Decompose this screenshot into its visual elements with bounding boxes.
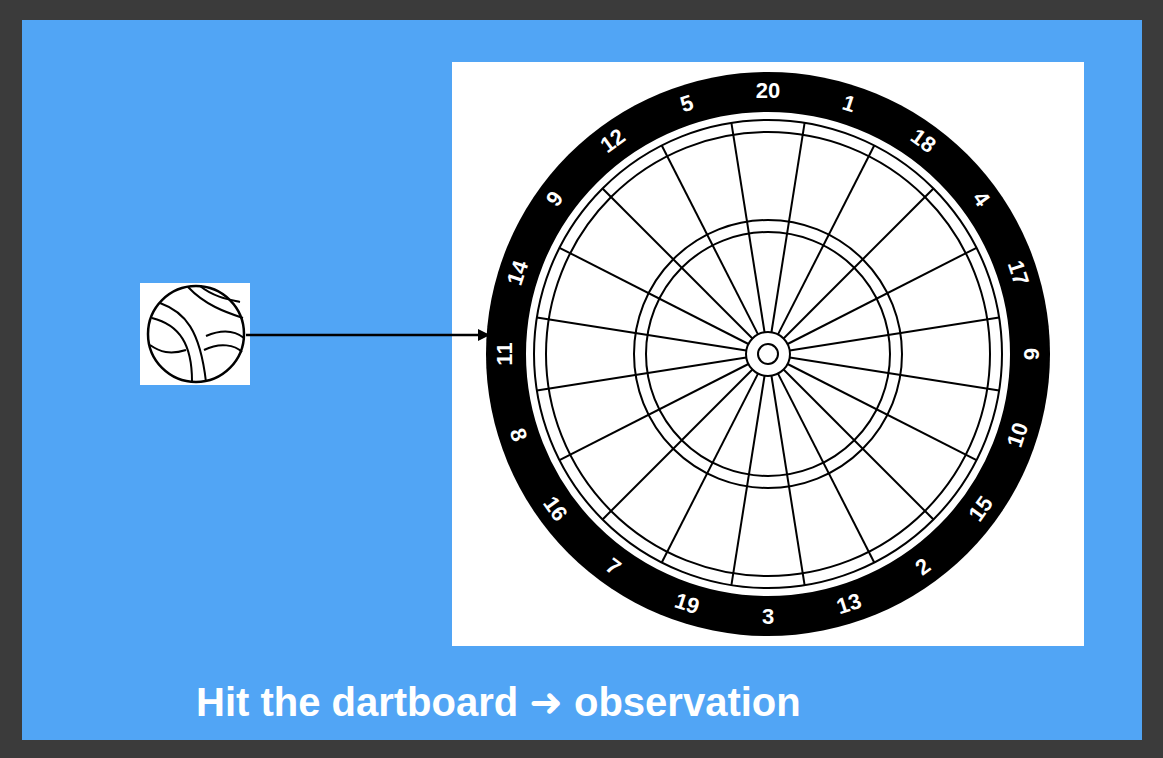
segment-number: 16 bbox=[539, 492, 571, 525]
segment-number: 18 bbox=[906, 125, 939, 157]
segment-number: 6 bbox=[1020, 348, 1042, 360]
segment-line bbox=[560, 248, 749, 344]
segment-line bbox=[662, 374, 758, 563]
segment-line bbox=[603, 370, 753, 520]
segment-number: 4 bbox=[968, 188, 993, 211]
segment-line bbox=[771, 123, 804, 332]
segment-number: 17 bbox=[1004, 258, 1032, 288]
blue-panel bbox=[22, 20, 1142, 740]
throw-arrow bbox=[246, 334, 488, 337]
dartboard-frame bbox=[452, 62, 1084, 646]
segment-line bbox=[788, 248, 977, 344]
segment-number: 10 bbox=[1004, 420, 1032, 450]
segment-line bbox=[778, 146, 874, 335]
segment-line bbox=[778, 374, 874, 563]
slide-caption: Hit the dartboard ➜ observation bbox=[196, 680, 801, 724]
segment-line bbox=[790, 357, 999, 390]
segment-number: 14 bbox=[504, 258, 532, 288]
segment-line bbox=[784, 189, 934, 339]
segment-line bbox=[662, 146, 758, 335]
segment-line bbox=[784, 370, 934, 520]
dartboard bbox=[486, 72, 1050, 636]
segment-number: 13 bbox=[834, 590, 864, 618]
segment-line bbox=[537, 357, 746, 390]
segment-number: 7 bbox=[602, 554, 625, 579]
board-ring bbox=[546, 132, 990, 576]
segment-number: 11 bbox=[494, 342, 516, 365]
segment-number: 15 bbox=[965, 492, 997, 525]
segment-number: 2 bbox=[911, 554, 934, 579]
segment-number: 1 bbox=[840, 92, 858, 117]
board-face bbox=[525, 111, 1011, 597]
segment-line bbox=[537, 317, 746, 350]
segment-line bbox=[788, 364, 977, 460]
segment-line bbox=[560, 364, 749, 460]
segment-number: 5 bbox=[677, 92, 695, 117]
board-ring bbox=[534, 120, 1002, 588]
board-ring bbox=[758, 344, 778, 364]
segment-number: 9 bbox=[543, 188, 568, 211]
segment-number: 8 bbox=[506, 426, 531, 444]
board-ring bbox=[746, 332, 790, 376]
segment-line bbox=[603, 189, 753, 339]
segment-line bbox=[790, 317, 999, 350]
number-ring bbox=[486, 72, 1050, 636]
segment-number: 19 bbox=[672, 590, 702, 618]
segment-line bbox=[731, 123, 764, 332]
volleyball-icon bbox=[140, 283, 250, 385]
segment-line bbox=[771, 376, 804, 585]
segment-number: 3 bbox=[762, 606, 774, 628]
segment-number: 20 bbox=[756, 80, 780, 102]
segment-line bbox=[731, 376, 764, 585]
segment-number: 12 bbox=[597, 125, 630, 157]
